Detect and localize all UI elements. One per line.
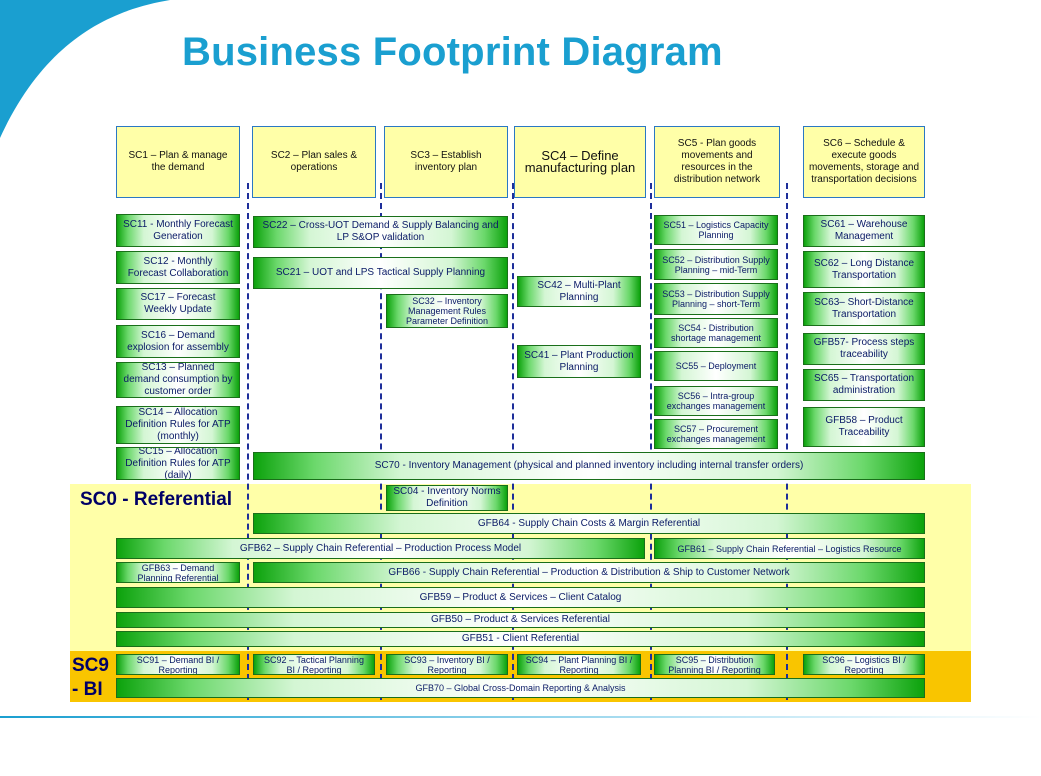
- process-box-sc61: SC61 – Warehouse Management: [803, 215, 925, 247]
- process-box-sc42: SC42 – Multi-Plant Planning: [517, 276, 641, 307]
- column-header-sc5: SC5 - Plan goods movements and resources…: [654, 126, 780, 198]
- process-box-sc94: SC94 – Plant Planning BI / Reporting: [517, 654, 641, 675]
- column-header-sc6: SC6 – Schedule & execute goods movements…: [803, 126, 925, 198]
- process-box-gfb61: GFB61 – Supply Chain Referential – Logis…: [654, 538, 925, 559]
- process-box-sc57: SC57 – Procurement exchanges management: [654, 419, 778, 449]
- process-box-sc16: SC16 – Demand explosion for assembly: [116, 325, 240, 358]
- process-box-sc53: SC53 – Distribution Supply Planning – sh…: [654, 283, 778, 315]
- process-box-sc70: SC70 - Inventory Management (physical an…: [253, 452, 925, 480]
- column-separator: [247, 183, 249, 700]
- process-box-sc11: SC11 - Monthly Forecast Generation: [116, 214, 240, 247]
- footer-rule: [0, 716, 1041, 718]
- process-box-sc32: SC32 – Inventory Management Rules Parame…: [386, 294, 508, 328]
- process-box-gfb64: GFB64 - Supply Chain Costs & Margin Refe…: [253, 513, 925, 534]
- process-box-sc93: SC93 – Inventory BI / Reporting: [386, 654, 508, 675]
- process-box-sc22: SC22 – Cross-UOT Demand & Supply Balanci…: [253, 216, 508, 248]
- bi-label-bottom: - BI: [72, 679, 103, 700]
- process-box-sc14: SC14 – Allocation Definition Rules for A…: [116, 406, 240, 444]
- process-box-sc21: SC21 – UOT and LPS Tactical Supply Plann…: [253, 257, 508, 289]
- column-header-sc1: SC1 – Plan & manage the demand: [116, 126, 240, 198]
- process-box-gfb62: GFB62 – Supply Chain Referential – Produ…: [116, 538, 645, 559]
- bi-label-top: SC9: [72, 655, 109, 676]
- corner-swoosh-decoration: [0, 0, 170, 138]
- process-box-sc55: SC55 – Deployment: [654, 351, 778, 381]
- process-box-sc56: SC56 – Intra-group exchanges management: [654, 386, 778, 416]
- process-box-sc95: SC95 – Distribution Planning BI / Report…: [654, 654, 775, 675]
- column-separator: [512, 183, 514, 700]
- process-box-sc62: SC62 – Long Distance Transportation: [803, 251, 925, 288]
- process-box-sc96: SC96 – Logistics BI / Reporting: [803, 654, 925, 675]
- column-separator: [650, 183, 652, 700]
- process-box-sc91: SC91 – Demand BI / Reporting: [116, 654, 240, 675]
- referential-label: SC0 - Referential: [80, 489, 233, 510]
- process-box-sc51: SC51 – Logistics Capacity Planning: [654, 215, 778, 245]
- column-separator: [380, 183, 382, 700]
- column-header-sc4: SC4 – Define manufacturing plan: [514, 126, 646, 198]
- process-box-sc92: SC92 – Tactical Planning BI / Reporting: [253, 654, 375, 675]
- process-box-gfb58: GFB58 – Product Traceability: [803, 407, 925, 447]
- process-box-gfb50: GFB50 – Product & Services Referential: [116, 612, 925, 628]
- process-box-gfb51: GFB51 - Client Referential: [116, 631, 925, 647]
- page-title: Business Footprint Diagram: [182, 30, 723, 74]
- column-separator: [786, 183, 788, 700]
- column-header-sc3: SC3 – Establish inventory plan: [384, 126, 508, 198]
- process-box-sc54: SC54 - Distribution shortage management: [654, 318, 778, 348]
- process-box-sc04: SC04 - Inventory Norms Definition: [386, 485, 508, 511]
- process-box-sc63: SC63– Short-Distance Transportation: [803, 292, 925, 326]
- process-box-sc15: SC15 – Allocation Definition Rules for A…: [116, 447, 240, 480]
- process-box-gfb57: GFB57- Process steps traceability: [803, 333, 925, 365]
- process-box-gfb63: GFB63 – Demand Planning Referential: [116, 562, 240, 583]
- column-header-sc2: SC2 – Plan sales & operations: [252, 126, 376, 198]
- process-box-sc13: SC13 – Planned demand consumption by cus…: [116, 362, 240, 398]
- process-box-gfb59: GFB59 – Product & Services – Client Cata…: [116, 587, 925, 608]
- process-box-sc41: SC41 – Plant Production Planning: [517, 345, 641, 378]
- process-box-sc12: SC12 - Monthly Forecast Collaboration: [116, 251, 240, 284]
- process-box-gfb66: GFB66 - Supply Chain Referential – Produ…: [253, 562, 925, 583]
- process-box-sc17: SC17 – Forecast Weekly Update: [116, 288, 240, 320]
- process-box-sc52: SC52 – Distribution Supply Planning – mi…: [654, 249, 778, 280]
- process-box-gfb70: GFB70 – Global Cross-Domain Reporting & …: [116, 678, 925, 698]
- process-box-sc65: SC65 – Transportation administration: [803, 369, 925, 401]
